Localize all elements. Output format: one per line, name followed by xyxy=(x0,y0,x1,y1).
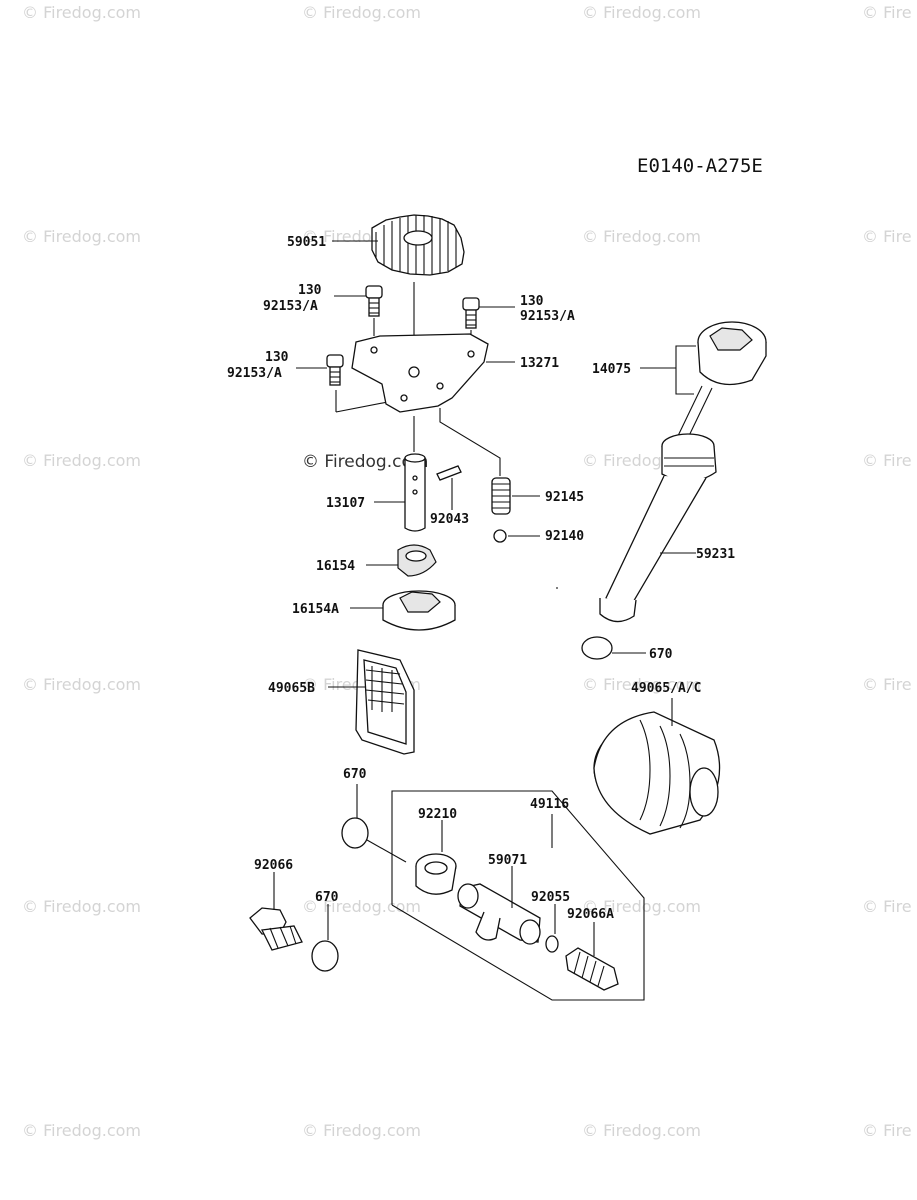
label-14075[interactable]: 14075 xyxy=(592,362,631,377)
watermark: © Firedog.com xyxy=(22,451,141,470)
label-130[interactable]: 130 xyxy=(298,283,322,298)
inner-rotor-16154[interactable] xyxy=(397,544,437,577)
watermark: © Fire xyxy=(862,897,912,916)
o-ring-670[interactable] xyxy=(341,817,369,849)
label-49065b[interactable]: 49065B xyxy=(268,681,315,696)
watermark: © Firedog.com xyxy=(22,1121,141,1140)
bolt-92153-a[interactable] xyxy=(365,285,383,317)
spring-92145[interactable] xyxy=(491,477,511,515)
label-92043[interactable]: 92043 xyxy=(430,512,469,527)
label-670[interactable]: 670 xyxy=(315,890,339,905)
drain-plug-92066[interactable] xyxy=(249,907,303,951)
label-16154a[interactable]: 16154A xyxy=(292,602,339,617)
fitting-59071[interactable] xyxy=(457,883,541,945)
label-92140[interactable]: 92140 xyxy=(545,529,584,544)
label-130[interactable]: 130 xyxy=(265,350,289,365)
main-watermark: © Firedog.com xyxy=(302,452,428,472)
watermark: © Firedog.com xyxy=(22,897,141,916)
leader-line xyxy=(366,839,407,863)
watermark: © Firedog.com xyxy=(22,227,141,246)
label-59051[interactable]: 59051 xyxy=(287,235,326,250)
label-92210[interactable]: 92210 xyxy=(418,807,457,822)
label-670[interactable]: 670 xyxy=(343,767,367,782)
watermark: © Fire xyxy=(862,3,912,22)
label-92145[interactable]: 92145 xyxy=(545,490,584,505)
leader-line xyxy=(675,345,696,395)
watermark: © Firedog.com xyxy=(582,897,701,916)
nipple-92066a[interactable] xyxy=(565,947,619,991)
watermark: © Firedog.com xyxy=(302,1121,421,1140)
label-92066a[interactable]: 92066A xyxy=(567,907,614,922)
label-59231[interactable]: 59231 xyxy=(696,547,735,562)
label-92055[interactable]: 92055 xyxy=(531,890,570,905)
pin-92043[interactable] xyxy=(436,465,462,481)
dipstick-cap-14075[interactable] xyxy=(675,321,767,443)
dot xyxy=(556,587,558,589)
watermark: © Firedog.com xyxy=(22,3,141,22)
o-ring-92055[interactable] xyxy=(545,935,559,953)
bolt-92153-a[interactable] xyxy=(326,354,344,386)
diagram-code: E0140-A275E xyxy=(637,155,763,177)
o-ring-670[interactable] xyxy=(311,940,339,972)
label-130[interactable]: 130 xyxy=(520,294,544,309)
label-92066[interactable]: 92066 xyxy=(254,858,293,873)
label-13107[interactable]: 13107 xyxy=(326,496,365,511)
o-ring-670[interactable] xyxy=(581,636,613,660)
label-16154[interactable]: 16154 xyxy=(316,559,355,574)
watermark: © Firedog.com xyxy=(582,675,701,694)
watermark: © Fire xyxy=(862,451,912,470)
union-92210[interactable] xyxy=(415,853,457,895)
label-13271[interactable]: 13271 xyxy=(520,356,559,371)
kit-bracket-49116 xyxy=(391,790,645,1001)
oil-filter-49065-a-c[interactable] xyxy=(593,711,721,835)
watermark: © Fire xyxy=(862,1121,912,1140)
watermark-layer: © Firedog.com © Firedog.com © Firedog.co… xyxy=(22,3,912,1140)
plate-13271[interactable] xyxy=(351,333,489,413)
label-670[interactable]: 670 xyxy=(649,647,673,662)
shaft-13107[interactable] xyxy=(404,453,426,532)
gear-59051[interactable] xyxy=(371,214,465,276)
label-59071[interactable]: 59071 xyxy=(488,853,527,868)
label-92153-a[interactable]: 92153/A xyxy=(520,309,575,324)
watermark: © Firedog.com xyxy=(302,897,421,916)
label-92153-a[interactable]: 92153/A xyxy=(263,299,318,314)
oil-screen-49065b[interactable] xyxy=(355,649,415,755)
watermark: © Firedog.com xyxy=(582,1121,701,1140)
watermark: © Fire xyxy=(862,675,912,694)
label-49065-a-c[interactable]: 49065/A/C xyxy=(631,681,701,696)
watermark: © Fire xyxy=(862,227,912,246)
ball-92140[interactable] xyxy=(493,529,507,543)
watermark: © Firedog.com xyxy=(582,3,701,22)
watermark: © Firedog.com xyxy=(582,227,701,246)
label-49116[interactable]: 49116 xyxy=(530,797,569,812)
outer-rotor-16154a[interactable] xyxy=(382,590,456,631)
filler-tube-59231[interactable] xyxy=(599,433,717,623)
watermark: © Firedog.com xyxy=(302,3,421,22)
label-92153-a[interactable]: 92153/A xyxy=(227,366,282,381)
bolt-92153-a[interactable] xyxy=(462,297,480,329)
watermark: © Firedog.com xyxy=(22,675,141,694)
leader-line xyxy=(439,408,501,476)
